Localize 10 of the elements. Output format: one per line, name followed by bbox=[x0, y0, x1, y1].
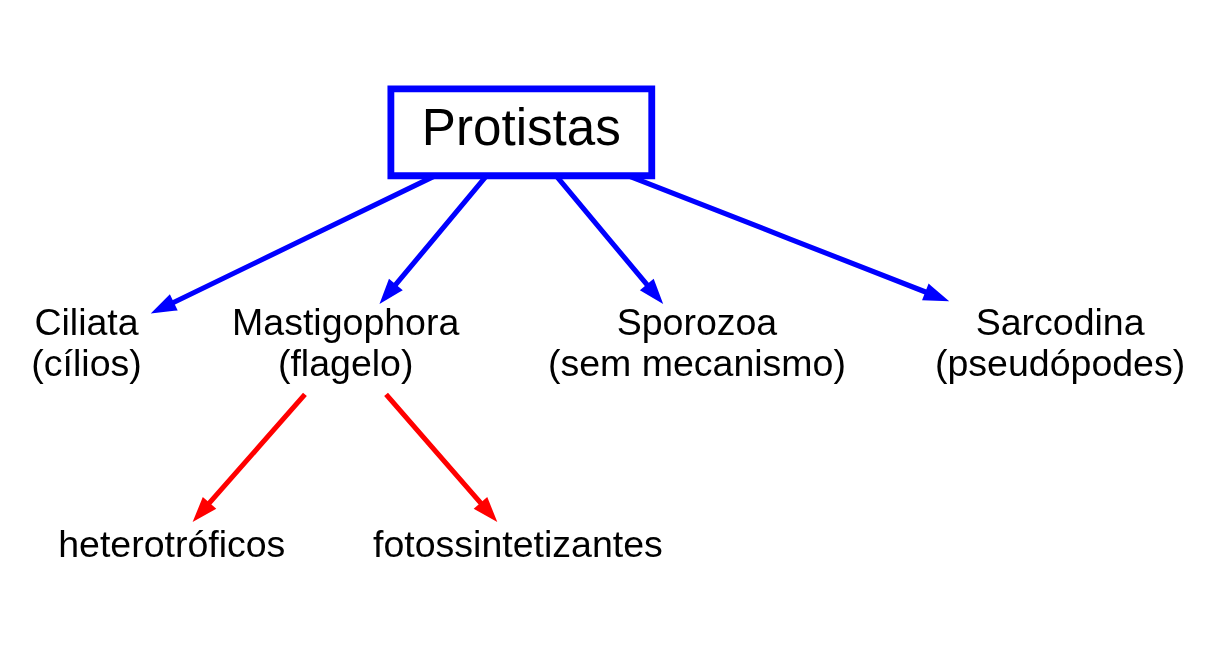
node-text: Mastigophora (flagelo) bbox=[232, 301, 460, 385]
node-box: Protistas bbox=[387, 85, 656, 180]
node-text: fotossintetizantes bbox=[373, 523, 663, 566]
arrow bbox=[384, 392, 498, 523]
node-text: Ciliata (cílios) bbox=[31, 301, 142, 385]
arrow bbox=[192, 392, 307, 523]
arrow bbox=[627, 173, 950, 302]
node-text: Sporozoa (sem mecanismo) bbox=[547, 301, 846, 385]
node-text: Sarcodina (pseudópodes) bbox=[935, 301, 1186, 385]
node-text: heterotróficos bbox=[58, 523, 286, 566]
